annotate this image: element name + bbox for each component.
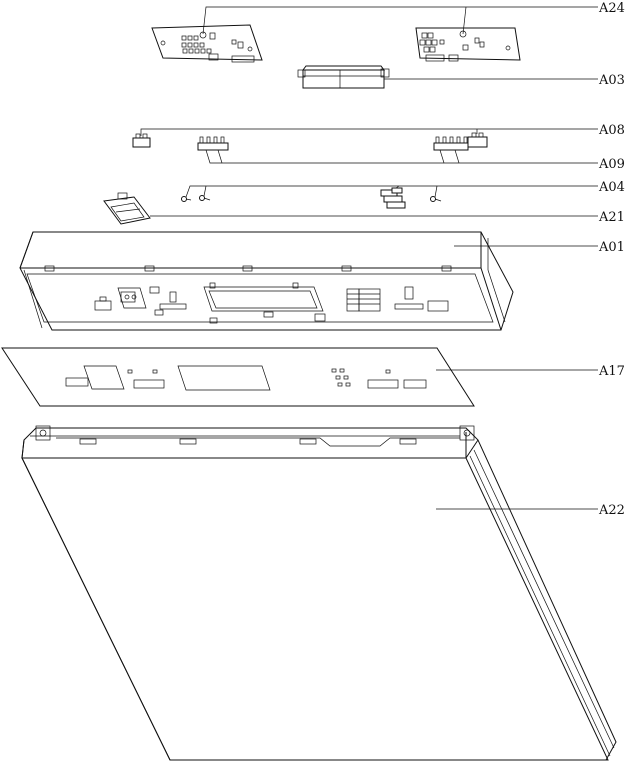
label-a09: A09 (598, 157, 625, 172)
part-labels: A24 A03 A08 A09 A04 A21 A01 A17 A22 (598, 1, 625, 518)
label-a21: A21 (598, 210, 625, 225)
label-a17: A17 (598, 364, 625, 379)
label-a03: A03 (598, 73, 625, 88)
label-a01: A01 (598, 240, 625, 255)
part-a04-clip-stack[interactable] (380, 187, 406, 209)
part-a08-connector-left[interactable] (132, 133, 151, 148)
part-a22-door-panel[interactable] (21, 425, 617, 761)
label-a22: A22 (598, 503, 625, 518)
leader-lines (140, 6, 598, 510)
label-a04: A04 (598, 180, 625, 195)
label-a08: A08 (598, 123, 625, 138)
part-a09-header-right[interactable] (433, 136, 469, 151)
part-a24-pcb-left[interactable] (151, 24, 263, 63)
part-a21-cap[interactable] (103, 192, 151, 225)
part-a24-pcb-right[interactable] (415, 27, 521, 62)
part-a04-screws[interactable] (181, 195, 442, 202)
part-a17-front-plate[interactable] (1, 347, 475, 407)
part-a03-housing[interactable] (297, 65, 390, 89)
part-a08-connector-right[interactable] (467, 132, 488, 148)
label-a24: A24 (598, 1, 625, 16)
part-a09-header-left[interactable] (197, 136, 229, 151)
part-a01-frame[interactable] (19, 231, 514, 331)
